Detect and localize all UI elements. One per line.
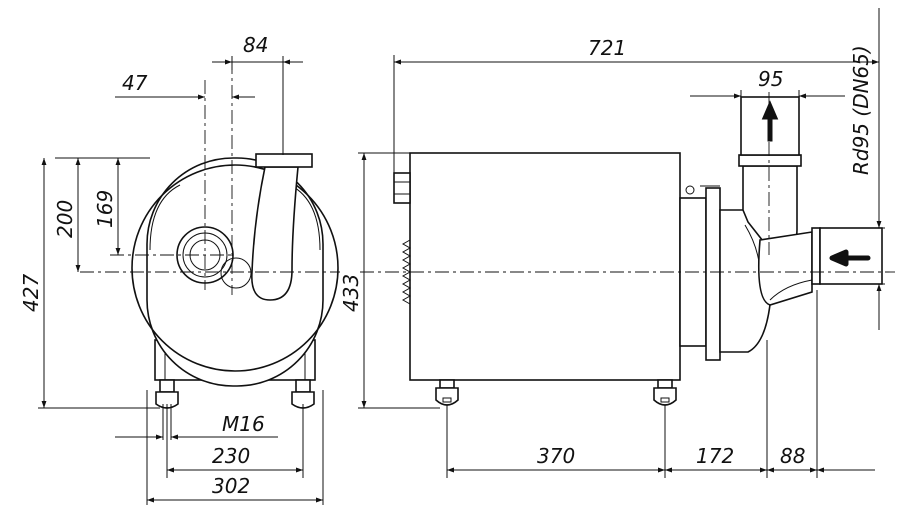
dim-370-label: 370 (537, 444, 575, 468)
dim-rd95-label: Rd95 (DN65) (849, 45, 873, 175)
dim-433-label: 433 (339, 274, 363, 312)
dim-84-label: 84 (243, 33, 268, 57)
outlet-flange-side (738, 154, 802, 167)
pump-volute (131, 164, 339, 372)
terminal-box (393, 172, 411, 204)
dim-88-label: 88 (780, 444, 805, 468)
dim-47-label: 47 (122, 71, 148, 95)
dim-721-label: 721 (588, 36, 626, 60)
side-foot-right (653, 379, 677, 406)
dim-m16-label: M16 (222, 412, 265, 436)
front-dimensions: 84 47 200 169 427 M16 230 302 (19, 33, 324, 505)
side-foot-left (435, 379, 459, 406)
outlet-flange-front (255, 153, 313, 168)
dim-95-label: 95 (758, 67, 783, 91)
arrow-left-icon (829, 249, 871, 267)
dim-427-label: 427 (19, 274, 43, 312)
inlet-flange (811, 227, 821, 285)
dim-302-label: 302 (212, 474, 250, 498)
arrow-up-icon (761, 100, 779, 142)
inlet-ring (220, 257, 252, 289)
pump-flange (705, 187, 721, 361)
outlet-pipe-front (251, 166, 299, 301)
dim-169-label: 169 (93, 190, 117, 228)
side-view (360, 92, 895, 406)
side-dimensions: 721 95 Rd95 (DN65) 433 370 172 88 (339, 8, 885, 478)
inlet-pipe-side (757, 231, 813, 306)
dim-200-label: 200 (53, 200, 77, 238)
dim-172-label: 172 (696, 444, 734, 468)
front-foot-right (291, 379, 315, 409)
motor-body-side (409, 152, 681, 381)
dim-230-label: 230 (212, 444, 250, 468)
front-view (80, 60, 340, 440)
front-foot-left (155, 379, 179, 440)
